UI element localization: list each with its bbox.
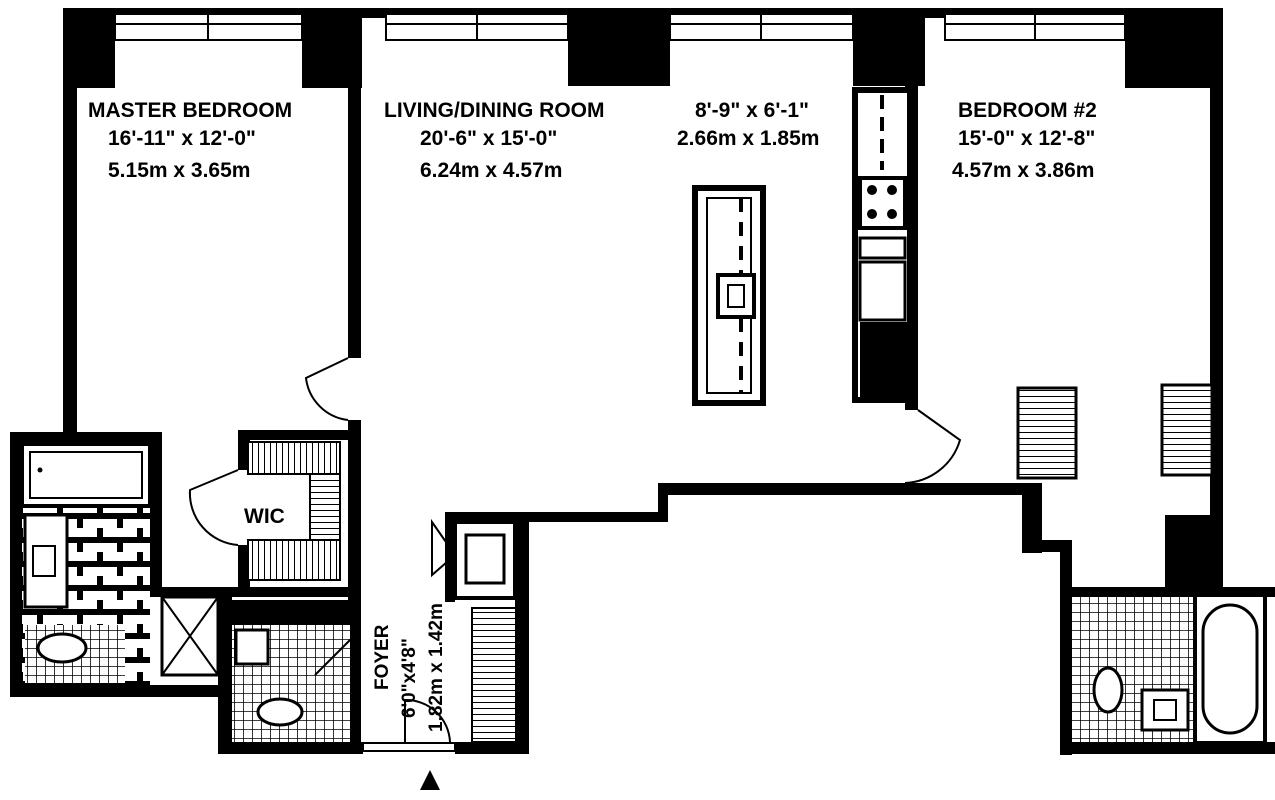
shower-icon [160,595,220,677]
closet-shelving-icon [247,383,1214,743]
interior-walls [10,40,1275,755]
stove-icon [858,176,907,230]
sink-icon [1140,688,1190,732]
bedroom-2-name: BEDROOM #2 [958,99,1097,122]
kitchen-counter [852,87,913,403]
sink-icon [234,628,270,666]
bathtub-icon [1193,593,1267,745]
powder-room [232,625,350,742]
entry-door [362,742,456,752]
kitchen-dim-ft: 8'-9" x 6'-1" [695,99,809,122]
master-bath [20,442,220,685]
bedroom-2-dim-ft: 15'-0" x 12'-8" [958,127,1095,150]
foyer-closet [453,520,517,600]
bedroom-2-dim-m: 4.57m x 3.86m [952,159,1094,182]
toilet-icon [36,632,88,664]
foyer-name: FOYER [372,624,393,690]
entry-arrow-icon [420,770,440,790]
bath-2 [1072,593,1267,745]
kitchen-island [692,185,766,406]
master-bedroom-dim-ft: 16'-11" x 12'-0" [108,127,256,150]
living-dining-dim-m: 6.24m x 4.57m [420,159,562,182]
master-bedroom-dim-m: 5.15m x 3.65m [108,159,250,182]
foyer-dim-m: 1.82m x 1.42m [426,603,447,732]
living-dining-dim-ft: 20'-6" x 15'-0" [420,127,557,150]
window-icon [114,13,1126,41]
toilet-icon [1092,666,1124,714]
living-dining-name: LIVING/DINING ROOM [384,99,605,122]
sink-icon [23,513,69,609]
foyer-dim-ft: 6'0"x4'8" [399,638,420,718]
master-bedroom-name: MASTER BEDROOM [88,99,292,122]
wic-label: WIC [244,505,285,528]
door-swing-icon [188,357,962,743]
kitchen-dim-m: 2.66m x 1.85m [677,127,819,150]
toilet-icon [256,697,304,727]
sink-icon [716,273,756,319]
bathtub-icon [20,442,152,508]
